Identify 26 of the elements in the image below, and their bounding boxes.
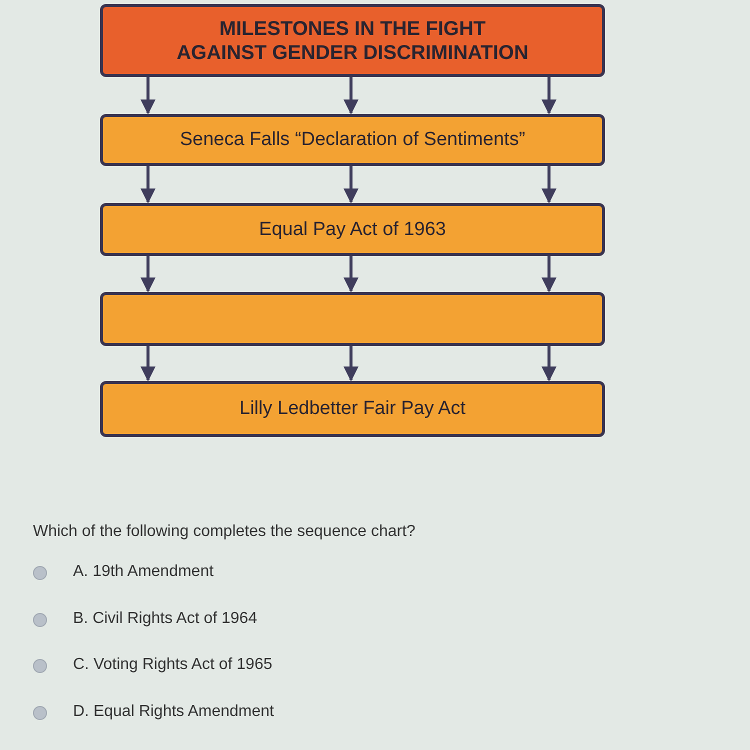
heading-box — [100, 4, 605, 77]
box-text: Lilly Ledbetter Fair Pay Act — [238, 398, 466, 420]
arrow — [140, 346, 156, 382]
arrow — [542, 166, 556, 204]
empty-box — [100, 292, 605, 346]
box-text: Seneca Falls “Declaration of Sentiments” — [178, 129, 526, 151]
answer-option: C. Voting Rights Act of 1965 — [73, 656, 272, 674]
arrow — [140, 77, 156, 114]
answer-option: D. Equal Rights Amendment — [73, 703, 274, 721]
process-box — [100, 381, 605, 437]
arrow — [542, 256, 556, 292]
arrow — [344, 166, 358, 204]
process-box — [100, 114, 605, 166]
arrow — [140, 256, 156, 292]
answer-option: B. Civil Rights Act of 1964 — [73, 610, 258, 628]
arrow — [344, 77, 358, 114]
arrow — [542, 77, 556, 114]
arrow — [344, 256, 358, 292]
arrow — [344, 346, 358, 382]
answer-option: A. 19th Amendment — [73, 563, 214, 581]
box-text: Equal Pay Act of 1963 — [258, 218, 447, 240]
question-text: Which of the following completes the sequence chart? — [33, 523, 416, 541]
arrow — [542, 346, 556, 382]
process-box — [100, 203, 605, 256]
heading-text: MILESTONES IN THE FIGHT AGAINST GENDER DISCRIMINATION — [176, 16, 530, 64]
arrow — [140, 166, 156, 204]
